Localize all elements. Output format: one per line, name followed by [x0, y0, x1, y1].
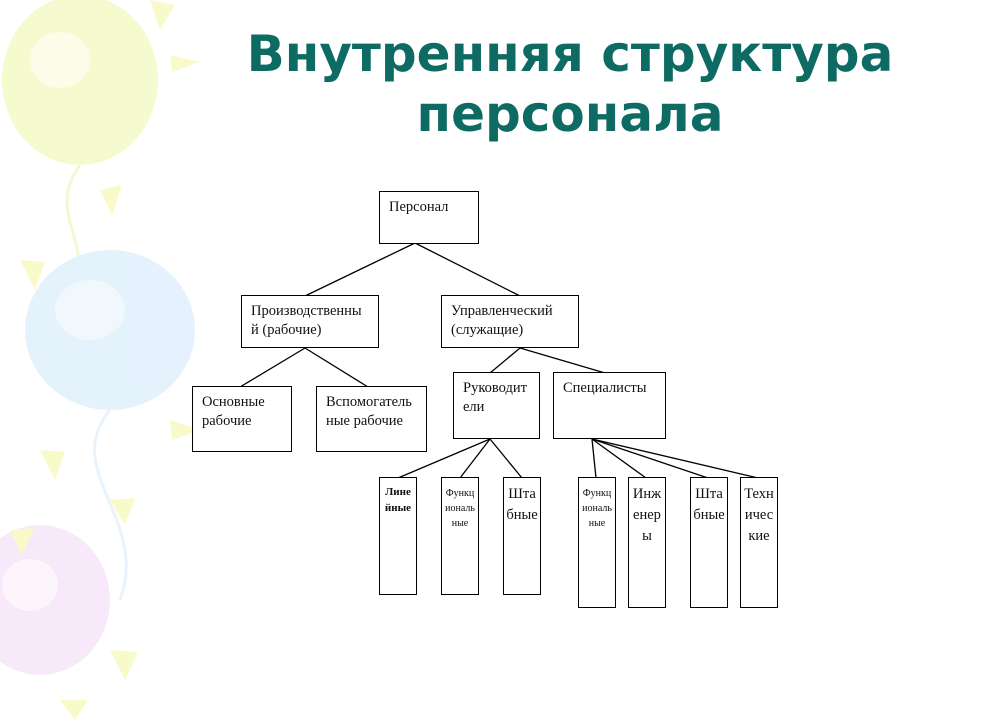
- management-box: Управленческий (служащие): [441, 295, 579, 348]
- staff-specialists-box: Штабные: [690, 477, 728, 608]
- specialists-box: Специалисты: [553, 372, 666, 439]
- main-workers-box: Основные рабочие: [192, 386, 292, 452]
- management-label: Управленческий (служащие): [451, 303, 553, 338]
- staff-managers-box: Штабные: [503, 477, 541, 595]
- managers-box: Руководители: [453, 372, 540, 439]
- technical-box: Технические: [740, 477, 778, 608]
- page-title: Внутренняя структура персонала: [246, 25, 894, 143]
- production-box: Производственный (рабочие): [241, 295, 379, 348]
- functional-managers-label: Функциональные: [445, 488, 475, 529]
- personnel-label: Персонал: [389, 199, 449, 215]
- engineers-box: Инженеры: [628, 477, 666, 608]
- functional-specialists-box: Функциональные: [578, 477, 616, 608]
- aux-workers-box: Вспомогательные рабочие: [316, 386, 427, 452]
- technical-label: Технические: [744, 486, 774, 544]
- engineers-label: Инженеры: [632, 486, 662, 544]
- linear-box: Линейные: [379, 477, 417, 595]
- specialists-label: Специалисты: [563, 380, 647, 396]
- linear-label: Линейные: [384, 486, 412, 514]
- managers-label: Руководители: [463, 380, 527, 415]
- production-label: Производственный (рабочие): [251, 303, 362, 338]
- functional-specialists-label: Функциональные: [582, 488, 612, 529]
- personnel-box: Персонал: [379, 191, 479, 244]
- functional-managers-box: Функциональные: [441, 477, 479, 595]
- main-workers-label: Основные рабочие: [202, 394, 265, 429]
- staff-specialists-label: Штабные: [693, 486, 725, 523]
- aux-workers-label: Вспомогательные рабочие: [326, 394, 412, 429]
- staff-managers-label: Штабные: [506, 486, 538, 523]
